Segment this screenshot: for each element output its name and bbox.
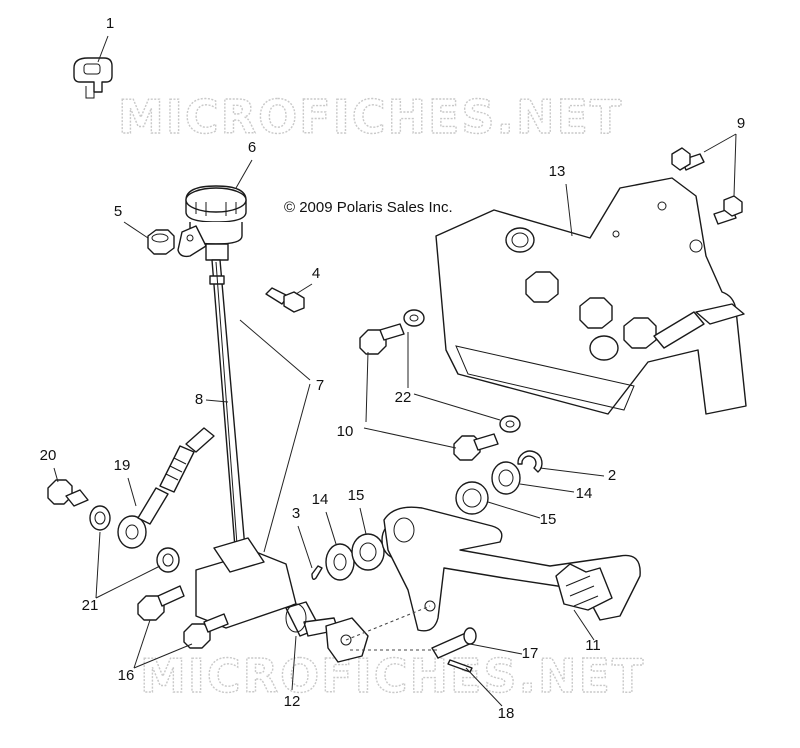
washer-part-21b	[156, 547, 180, 573]
callout-14: 14	[312, 491, 329, 508]
nut-part-5	[147, 229, 175, 255]
callout-13: 13	[549, 163, 566, 180]
callout-12: 12	[284, 693, 301, 710]
watermark-bottom: MICROFICHES.NET	[140, 649, 645, 703]
bolt-part-4	[265, 287, 305, 313]
callout-22: 22	[395, 389, 412, 406]
callout-17: 17	[522, 645, 539, 662]
callout-14: 14	[576, 485, 593, 502]
hose-part-19	[117, 427, 215, 549]
washer-part-21a	[89, 505, 111, 531]
brake-pedal-part-11	[383, 506, 641, 632]
callout-15: 15	[348, 487, 365, 504]
master-cylinder-part-12	[195, 537, 369, 663]
callout-2: 2	[608, 467, 616, 484]
callout-18: 18	[498, 705, 515, 722]
banjo-bolt-part-20	[47, 479, 89, 507]
bolt-part-16b	[183, 613, 229, 649]
mounting-plate-part-13	[435, 177, 747, 415]
bushing-part-15-right	[455, 481, 489, 515]
callout-7: 7	[316, 377, 324, 394]
washer-part-22a	[403, 309, 425, 327]
callout-6: 6	[248, 139, 256, 156]
washer-part-14-right	[491, 461, 521, 495]
callout-5: 5	[114, 203, 122, 220]
callout-15: 15	[540, 511, 557, 528]
callout-9: 9	[737, 115, 745, 132]
watermark-top: MICROFICHES.NET	[118, 90, 623, 144]
bolt-part-16a	[137, 585, 185, 621]
callout-19: 19	[114, 457, 131, 474]
callout-4: 4	[312, 265, 320, 282]
clip-part-1	[73, 57, 113, 99]
callout-16: 16	[118, 667, 135, 684]
bolt-part-10b	[453, 433, 499, 461]
callout-11: 11	[585, 637, 601, 654]
cotter-pin-part-3	[311, 565, 323, 581]
clip-part-2	[517, 450, 543, 473]
bolt-part-10a	[359, 323, 405, 355]
callout-21: 21	[82, 597, 99, 614]
alignment-lines	[345, 605, 440, 651]
callout-8: 8	[195, 391, 203, 408]
callout-3: 3	[292, 505, 300, 522]
leader-lines	[53, 35, 737, 707]
callout-10: 10	[337, 423, 354, 440]
callout-1: 1	[106, 15, 114, 32]
washer-part-14-left	[325, 543, 355, 581]
tube-part-8	[209, 259, 247, 561]
callout-20: 20	[40, 447, 57, 464]
copyright-text: © 2009 Polaris Sales Inc.	[284, 199, 453, 216]
reservoir-part-6	[177, 185, 247, 261]
washer-part-22b	[499, 415, 521, 433]
